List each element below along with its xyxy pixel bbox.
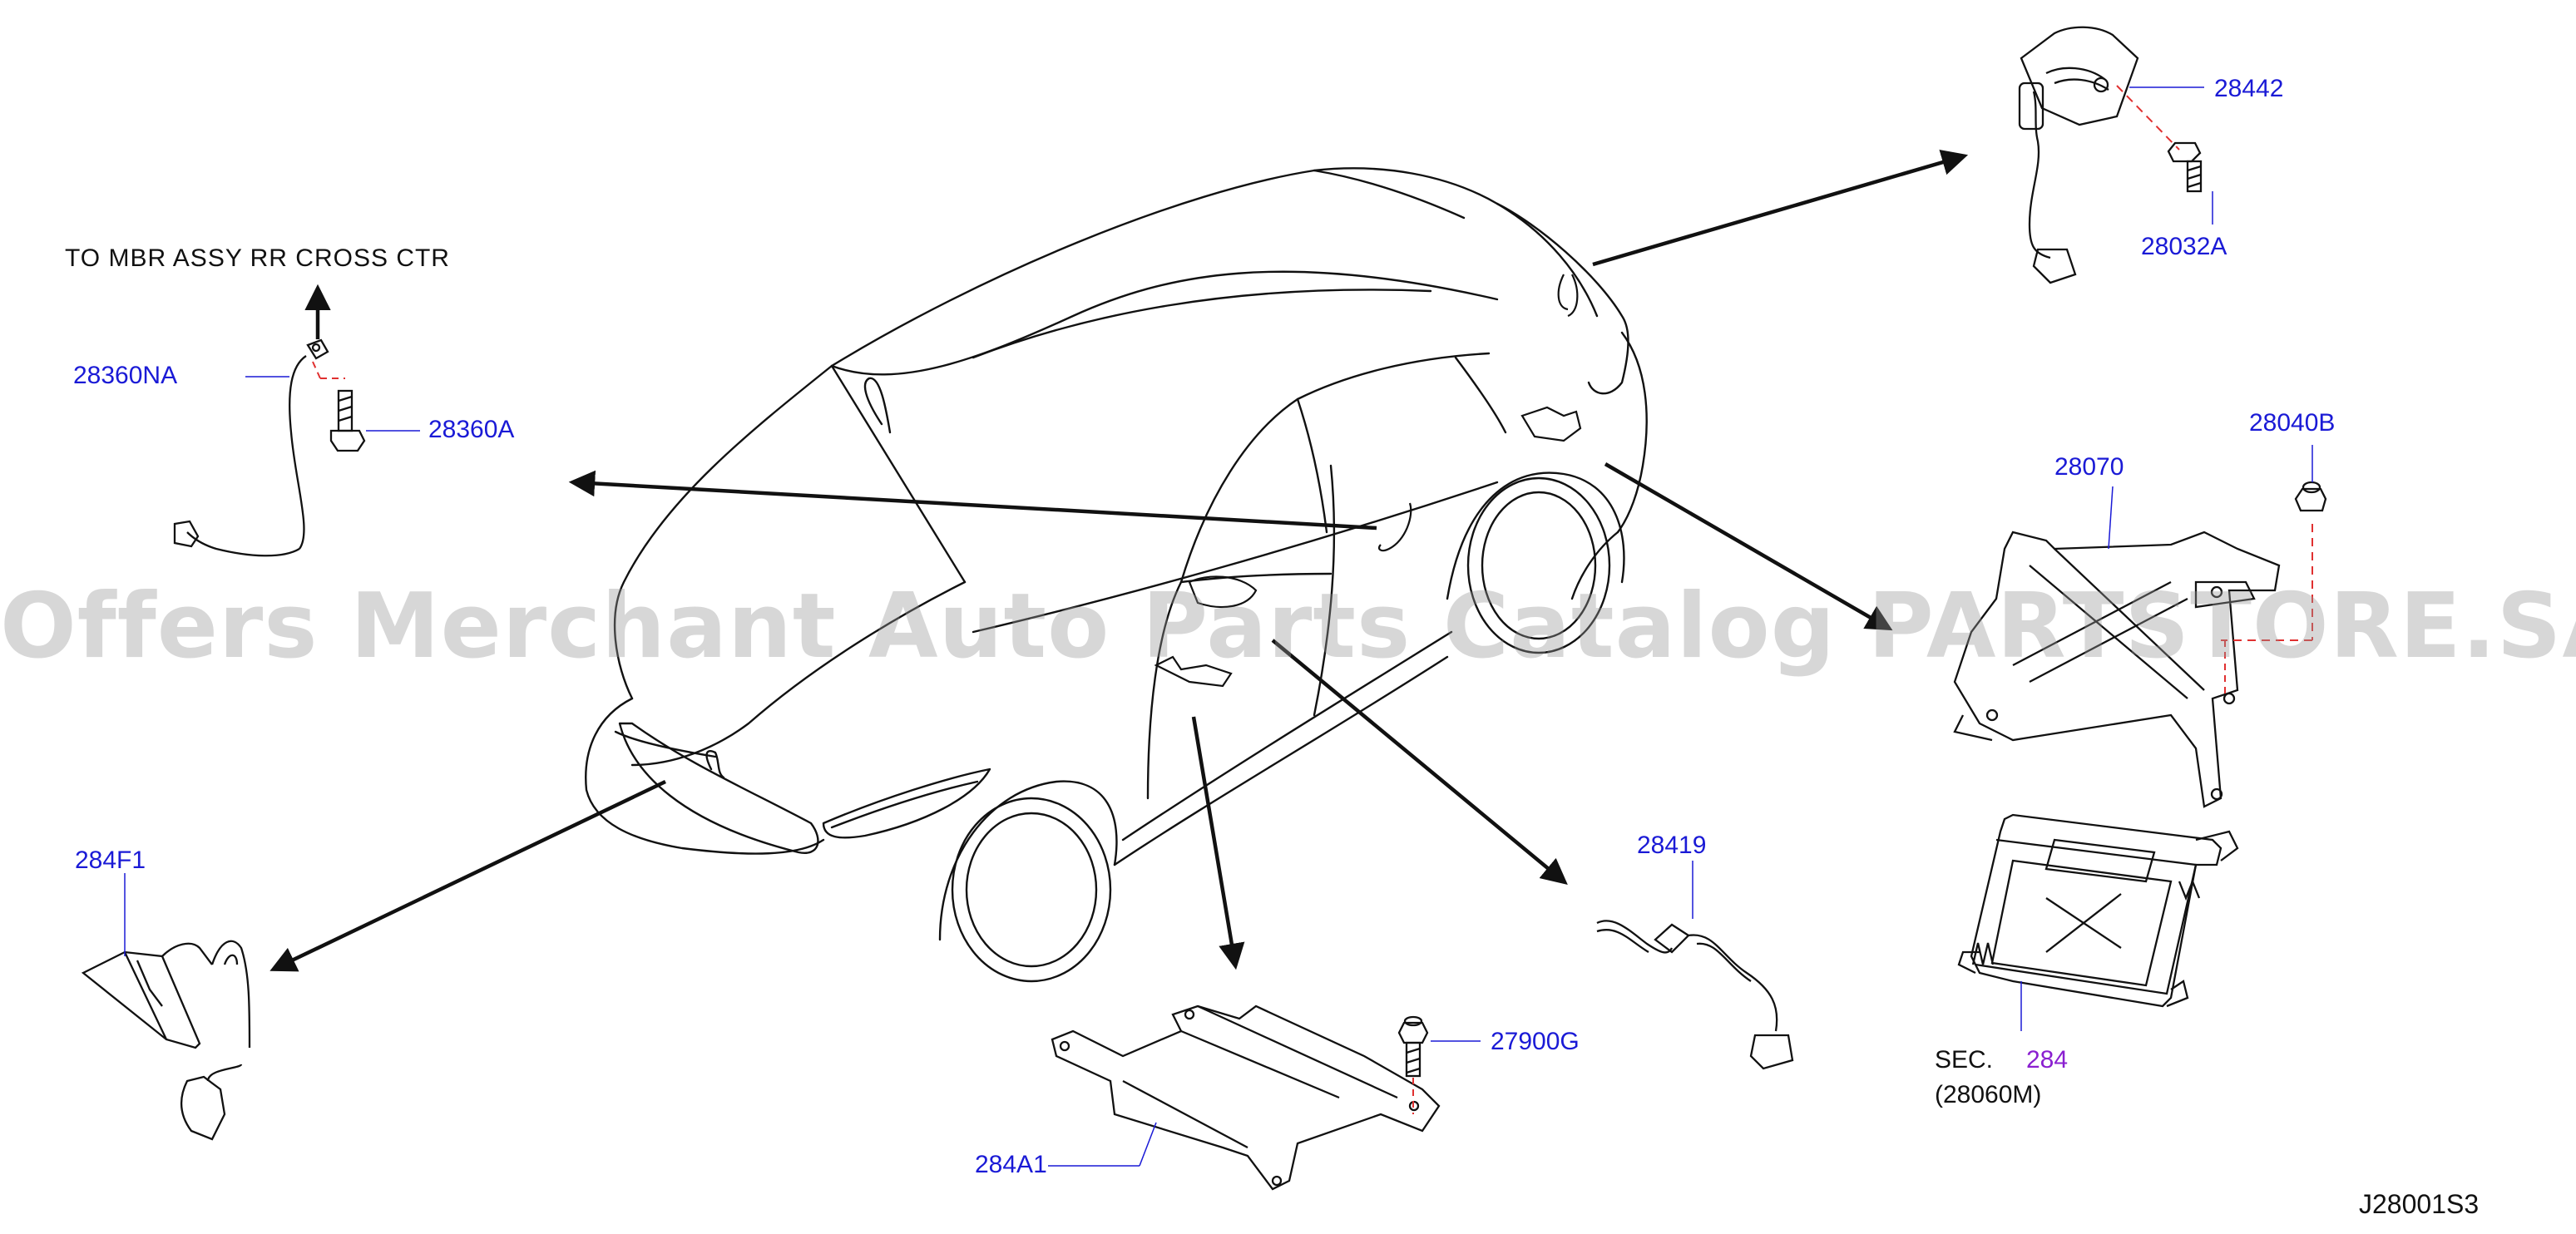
callout-28040B[interactable]: 28040B (2249, 409, 2336, 437)
section-subpart: (28060M) (1935, 1081, 2042, 1108)
bolt-28032A (2167, 141, 2203, 193)
leader-28070 (2108, 486, 2114, 550)
leader-dash-28360A-a (312, 361, 321, 379)
part-284F1-sensor (81, 940, 251, 1141)
part-284A1-bracket (1051, 1004, 1441, 1191)
pointer-arrows (269, 149, 1969, 972)
leader-284A1-a (1139, 1122, 1157, 1167)
section-label: SEC. (1935, 1046, 1994, 1074)
part-28419-harness (1596, 920, 1794, 1070)
diagram-reference-code: J28001S3 (2359, 1189, 2480, 1219)
callout-28442[interactable]: 28442 (2214, 75, 2284, 102)
section-link-284[interactable]: 284 (2026, 1046, 2069, 1074)
destination-note: TO MBR ASSY RR CROSS CTR (65, 244, 450, 272)
part-28442-sensor (2018, 26, 2139, 284)
nut-28040B (2294, 481, 2327, 512)
callout-28032A[interactable]: 28032A (2141, 233, 2227, 260)
part-28360NA-ground-wire (173, 338, 329, 557)
control-unit-28060M (1957, 813, 2239, 1008)
callout-28360NA[interactable]: 28360NA (73, 362, 178, 389)
bolt-28360A (329, 389, 366, 452)
leader-dash-28032A (2116, 85, 2180, 151)
callout-28070[interactable]: 28070 (2054, 453, 2124, 481)
callout-284A1[interactable]: 284A1 (975, 1151, 1047, 1178)
callout-28419[interactable]: 28419 (1637, 832, 1707, 859)
vehicle-outline (585, 167, 1648, 983)
callout-27900G[interactable]: 27900G (1491, 1028, 1580, 1055)
callout-28360A[interactable]: 28360A (428, 416, 515, 443)
in-vehicle-components (1154, 274, 1582, 688)
callout-284F1[interactable]: 284F1 (75, 847, 146, 874)
watermark: Offers Merchant Auto Parts Catalog PARTS… (0, 575, 2576, 679)
part-28070-bracket (1953, 531, 2281, 808)
bolt-27900G (1397, 1015, 1429, 1078)
